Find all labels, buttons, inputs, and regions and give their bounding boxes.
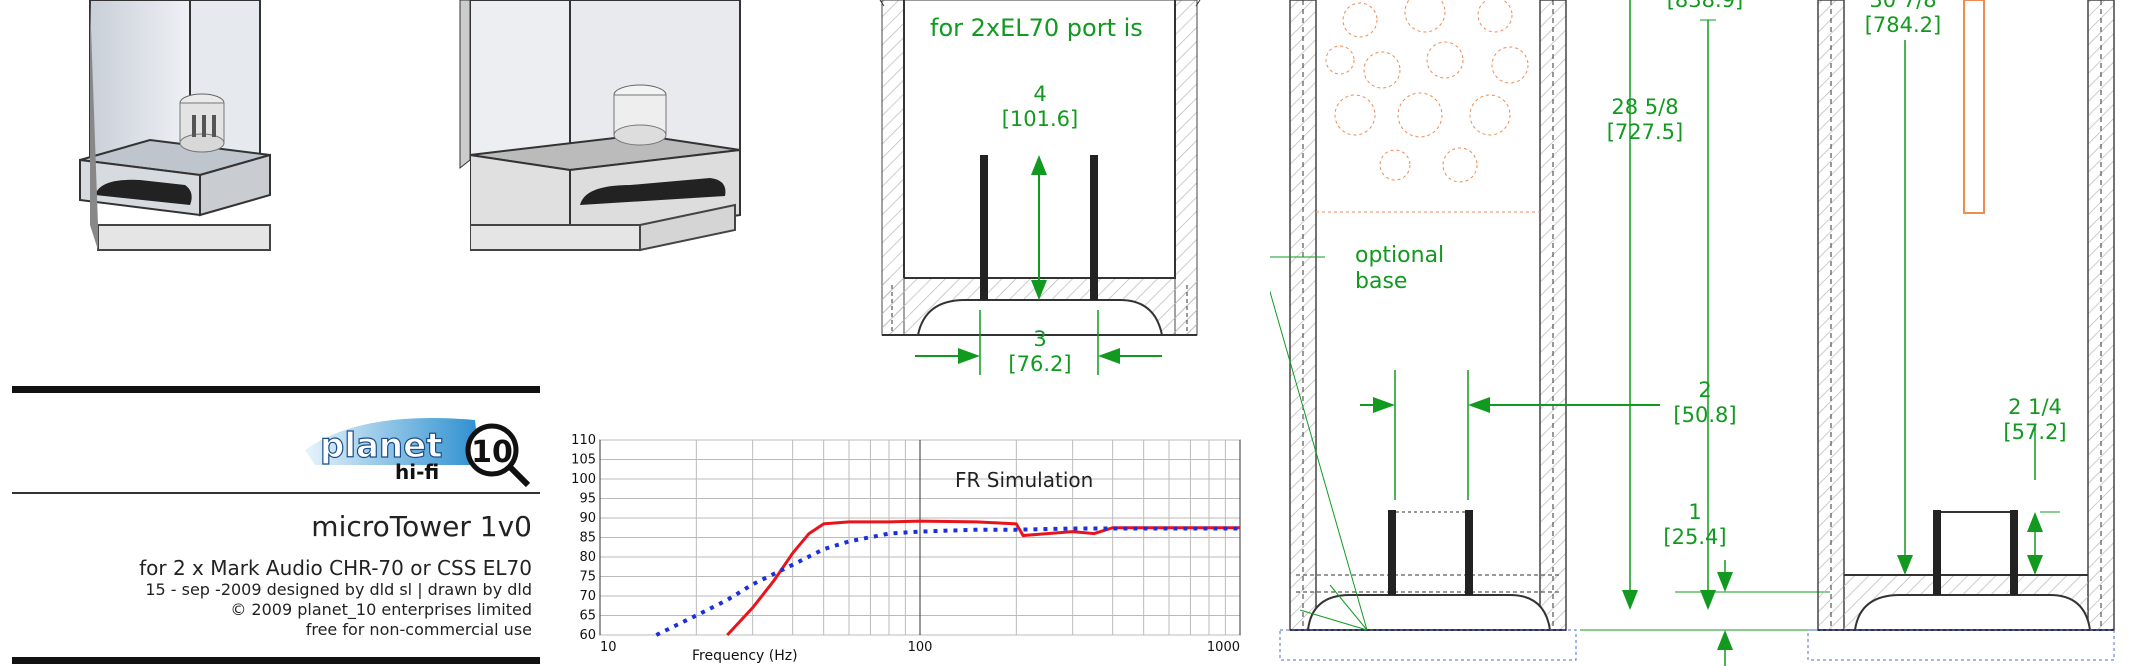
x-tick-label: 100	[908, 640, 933, 655]
height-a-in: 28 5/8	[1611, 95, 1679, 119]
title-line1: for 2 x Mark Audio CHR-70 or CSS EL70	[139, 556, 532, 580]
y-tick-label: 65	[579, 609, 596, 624]
cabinet-render-right	[470, 0, 741, 252]
series-line-red	[726, 519, 1240, 637]
optional-base-line1: optional	[1355, 243, 1445, 268]
port-width-label: 2 [50.8]	[1650, 378, 1760, 428]
port-dia-mm: [76.2]	[1008, 352, 1072, 376]
y-tick-label: 80	[579, 550, 596, 565]
height-b-label: 30 7/8 [784.2]	[1848, 0, 1958, 38]
y-tick-label: 85	[579, 531, 596, 546]
y-tick-label: 105	[571, 453, 596, 468]
y-tick-label: 110	[571, 433, 596, 448]
y-tick-label: 60	[579, 628, 596, 643]
logo-word: planet	[320, 426, 442, 466]
height-a-mm: [727.5]	[1606, 120, 1684, 144]
port-len-mm: [57.2]	[2003, 420, 2067, 444]
port-len-in: 2 1/4	[2008, 395, 2062, 419]
height-b-mm: [784.2]	[1864, 13, 1942, 37]
port-width-in: 2	[1698, 378, 1712, 402]
port-height-label: 4 [101.6]	[995, 82, 1085, 132]
logo-sub: hi-fi	[395, 460, 439, 484]
port-dia-label: 3 [76.2]	[995, 327, 1085, 377]
y-tick-label: 90	[579, 511, 596, 526]
cabinet-render-left	[79, 0, 490, 251]
title-block-top-rule	[12, 386, 540, 393]
port-note: for 2xEL70 port is	[930, 14, 1143, 42]
port-height-mm: [101.6]	[1001, 107, 1079, 131]
title-line4: free for non-commercial use	[305, 620, 532, 639]
x-tick-label: 1000	[1207, 640, 1240, 655]
height-b-in: 30 7/8	[1869, 0, 1937, 12]
port-width-mm: [50.8]	[1673, 403, 1737, 427]
base-in: 1	[1688, 500, 1702, 524]
y-tick-label: 100	[571, 472, 596, 487]
title-block-mid-rule	[12, 492, 540, 494]
base-label: 1 [25.4]	[1640, 500, 1750, 550]
y-tick-label: 95	[579, 492, 596, 507]
optional-base-line2: base	[1355, 269, 1408, 294]
port-detail-drawing	[879, 0, 1201, 375]
height-a-label: 28 5/8 [727.5]	[1590, 95, 1700, 145]
port-dia-in: 3	[1033, 327, 1047, 351]
logo-number: 10	[471, 435, 513, 470]
y-tick-label: 70	[579, 589, 596, 604]
y-tick-label: 75	[579, 570, 596, 585]
chart-grid	[599, 439, 1241, 636]
title-line2: 15 - sep -2009 designed by dld sl | draw…	[145, 580, 532, 599]
chart-x-ticks: 10 100 1000	[600, 640, 1240, 655]
port-len-label: 2 1/4 [57.2]	[1980, 395, 2090, 445]
x-tick-label: 10	[600, 640, 617, 655]
product-name: microTower 1v0	[311, 510, 532, 543]
height-top-mm: [838.9]	[1666, 0, 1744, 12]
planet10-logo: planet hi-fi 10	[305, 418, 531, 488]
chart-y-ticks: 110 105 100 95 90 85 80 75 70 65 60	[571, 433, 596, 643]
cabinet-section-drawing	[1270, 0, 2115, 666]
fr-simulation-chart: 110 105 100 95 90 85 80 75 70 65 60 10 100 1000 FR S…	[571, 433, 1241, 664]
title-line3: © 2009 planet_10 enterprises limited	[230, 600, 532, 619]
chart-series	[655, 519, 1240, 637]
base-mm: [25.4]	[1663, 525, 1727, 549]
title-block-bottom-rule	[12, 657, 540, 664]
port-height-in: 4	[1033, 82, 1047, 106]
chart-xlabel: Frequency (Hz)	[692, 648, 798, 664]
chart-title: FR Simulation	[955, 468, 1093, 492]
optional-base-label: optional base	[1355, 243, 1444, 295]
